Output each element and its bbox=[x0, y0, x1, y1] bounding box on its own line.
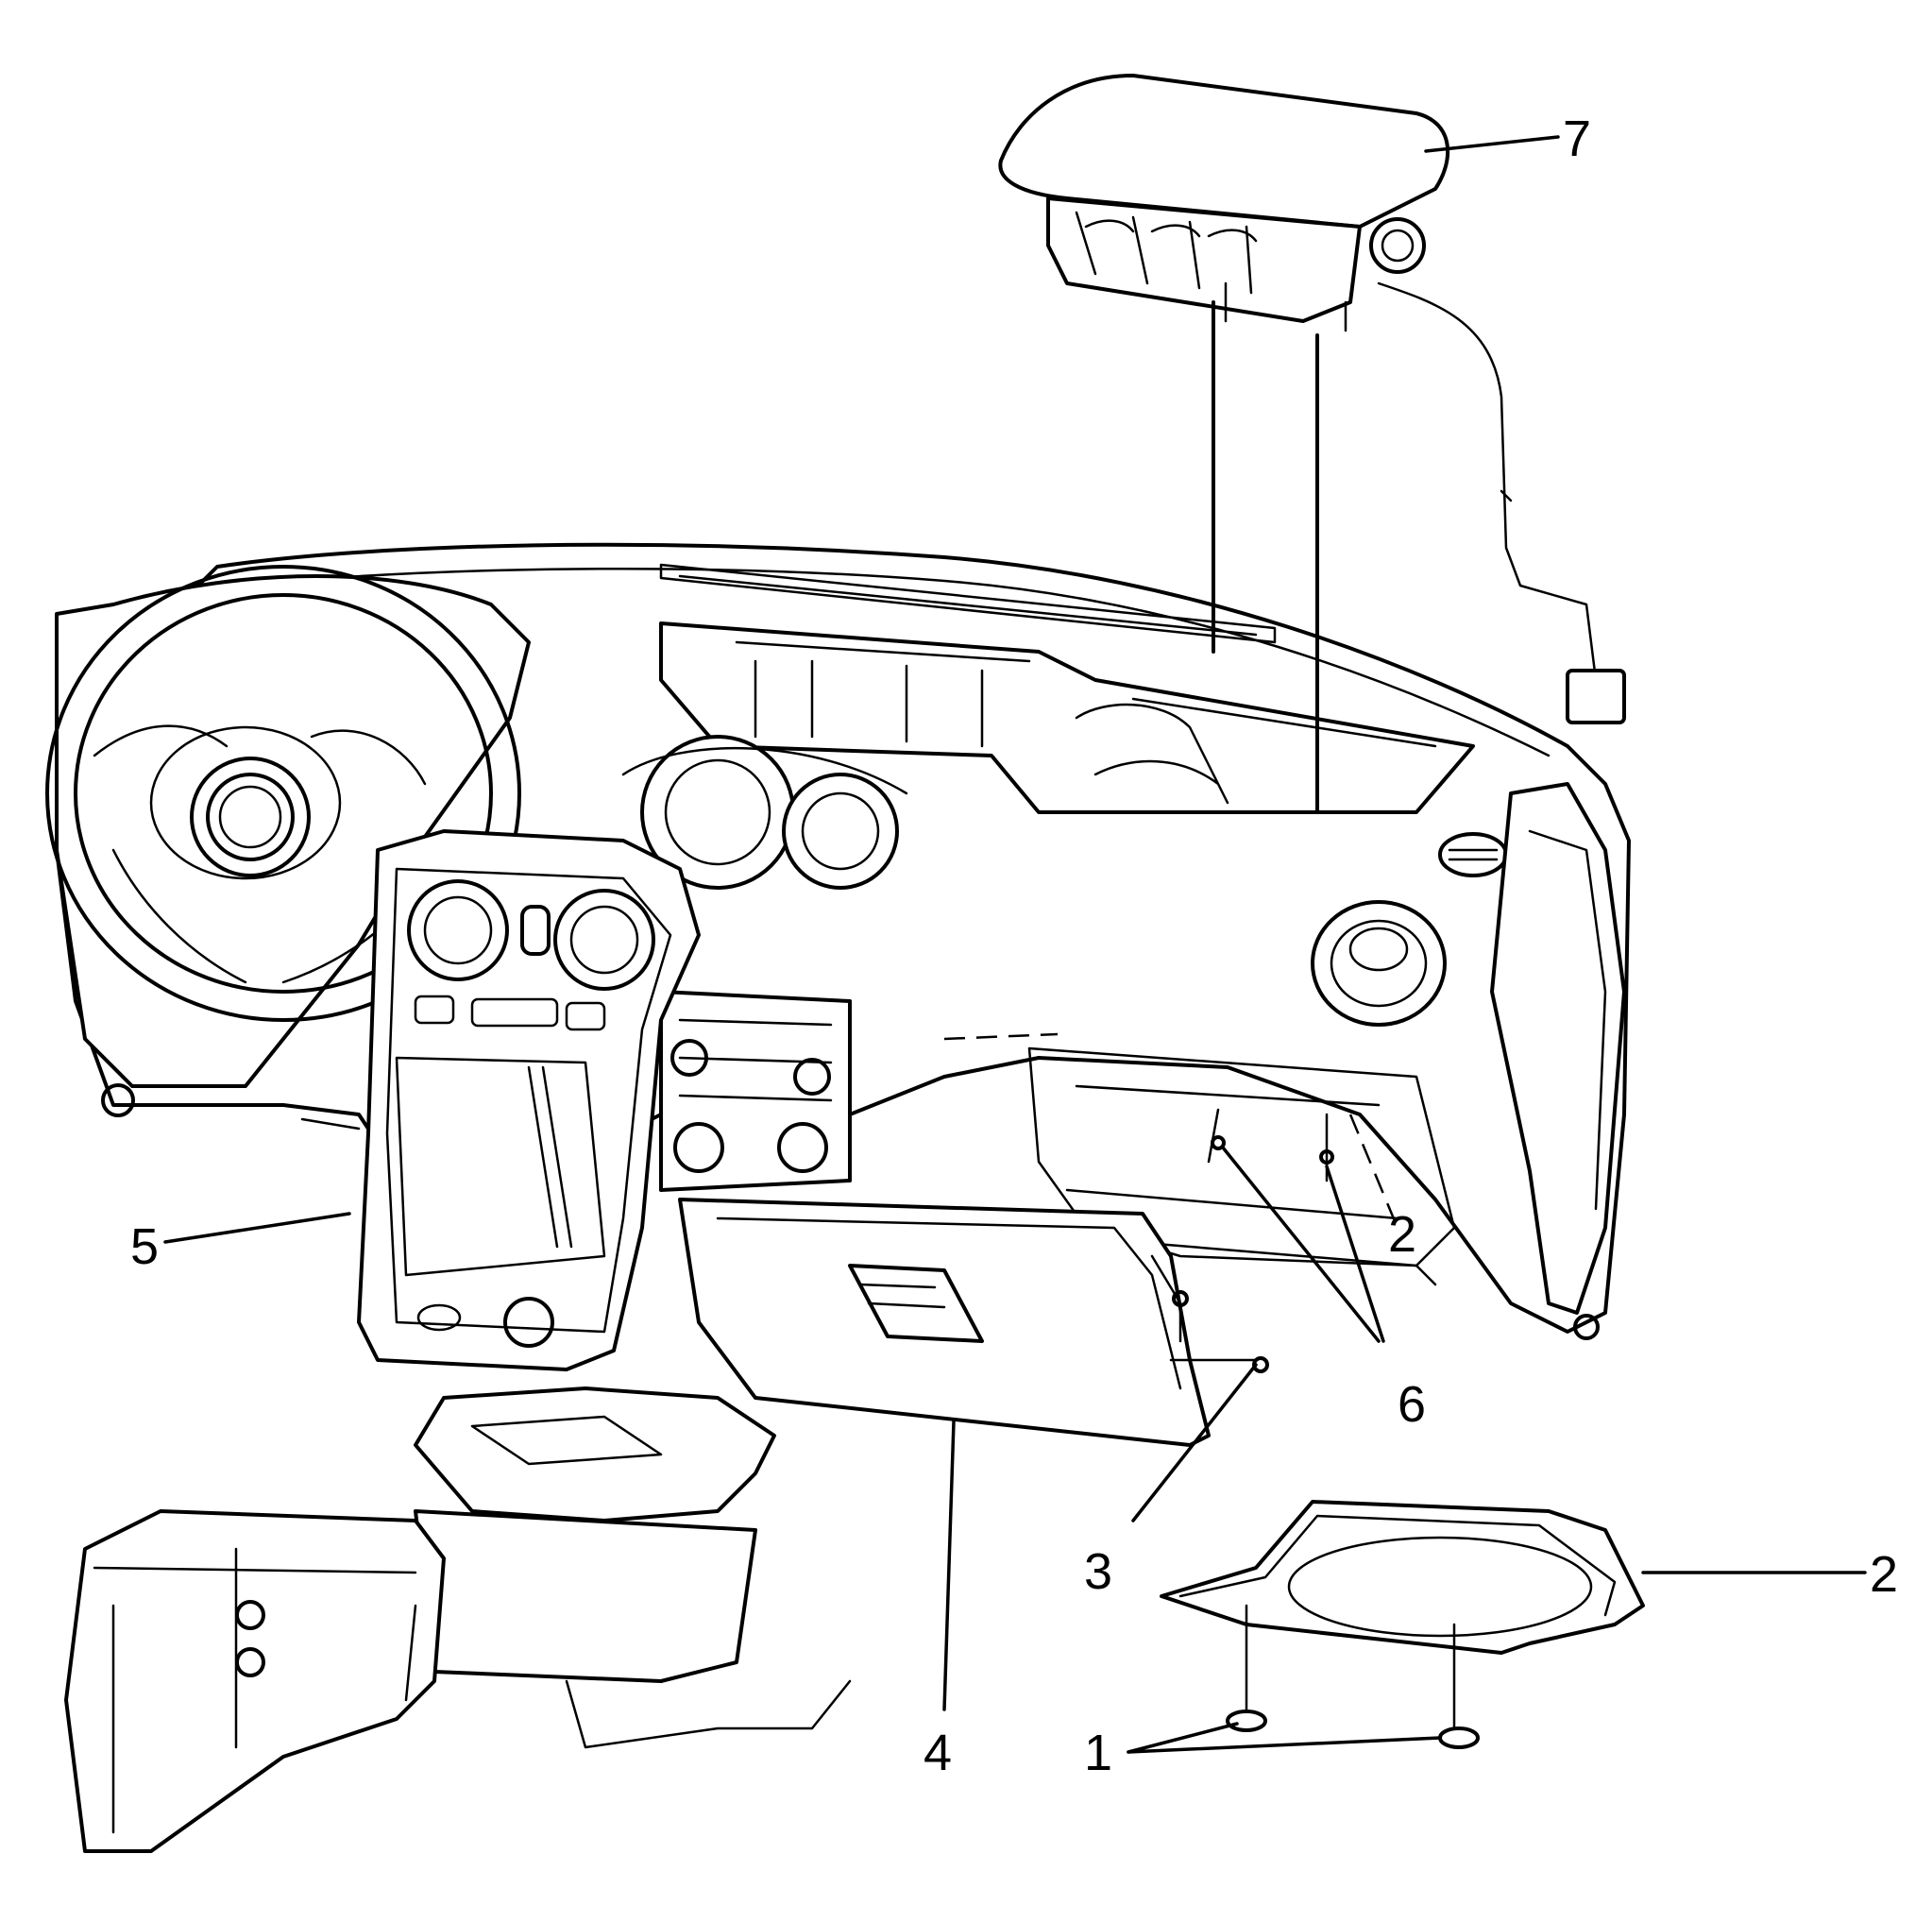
center-trim-bezel bbox=[357, 829, 701, 1371]
callout-5: 5 bbox=[130, 1218, 159, 1275]
callout-1: 1 bbox=[1084, 1725, 1112, 1781]
glove-box bbox=[678, 1198, 1269, 1447]
callout-4: 4 bbox=[924, 1725, 952, 1781]
callout-7: 7 bbox=[1563, 111, 1591, 167]
airbag-module bbox=[998, 74, 1626, 724]
leader-7 bbox=[1424, 135, 1560, 153]
center-console bbox=[64, 1386, 852, 1853]
leader-4 bbox=[942, 1420, 956, 1711]
leader-5 bbox=[163, 1212, 351, 1244]
speaker-cover bbox=[1160, 1500, 1645, 1655]
leader-6a bbox=[1221, 1146, 1381, 1343]
callout-6: 6 bbox=[1398, 1376, 1426, 1433]
alignment-lines bbox=[1212, 300, 1319, 814]
callout-3: 3 bbox=[1084, 1543, 1112, 1600]
leader-1b bbox=[1127, 1736, 1442, 1754]
leader-1a bbox=[1127, 1722, 1239, 1754]
steering-wheel bbox=[45, 565, 531, 1131]
leader-lines bbox=[163, 135, 1867, 1754]
fasteners bbox=[1226, 1604, 1480, 1749]
leader-6b bbox=[1325, 1165, 1385, 1343]
callout-labels: 7 5 6 3 4 2 1 bbox=[130, 111, 1898, 1781]
leader-3 bbox=[1131, 1363, 1258, 1522]
callout-2: 2 bbox=[1870, 1546, 1898, 1603]
retainers bbox=[1207, 1108, 1334, 1182]
